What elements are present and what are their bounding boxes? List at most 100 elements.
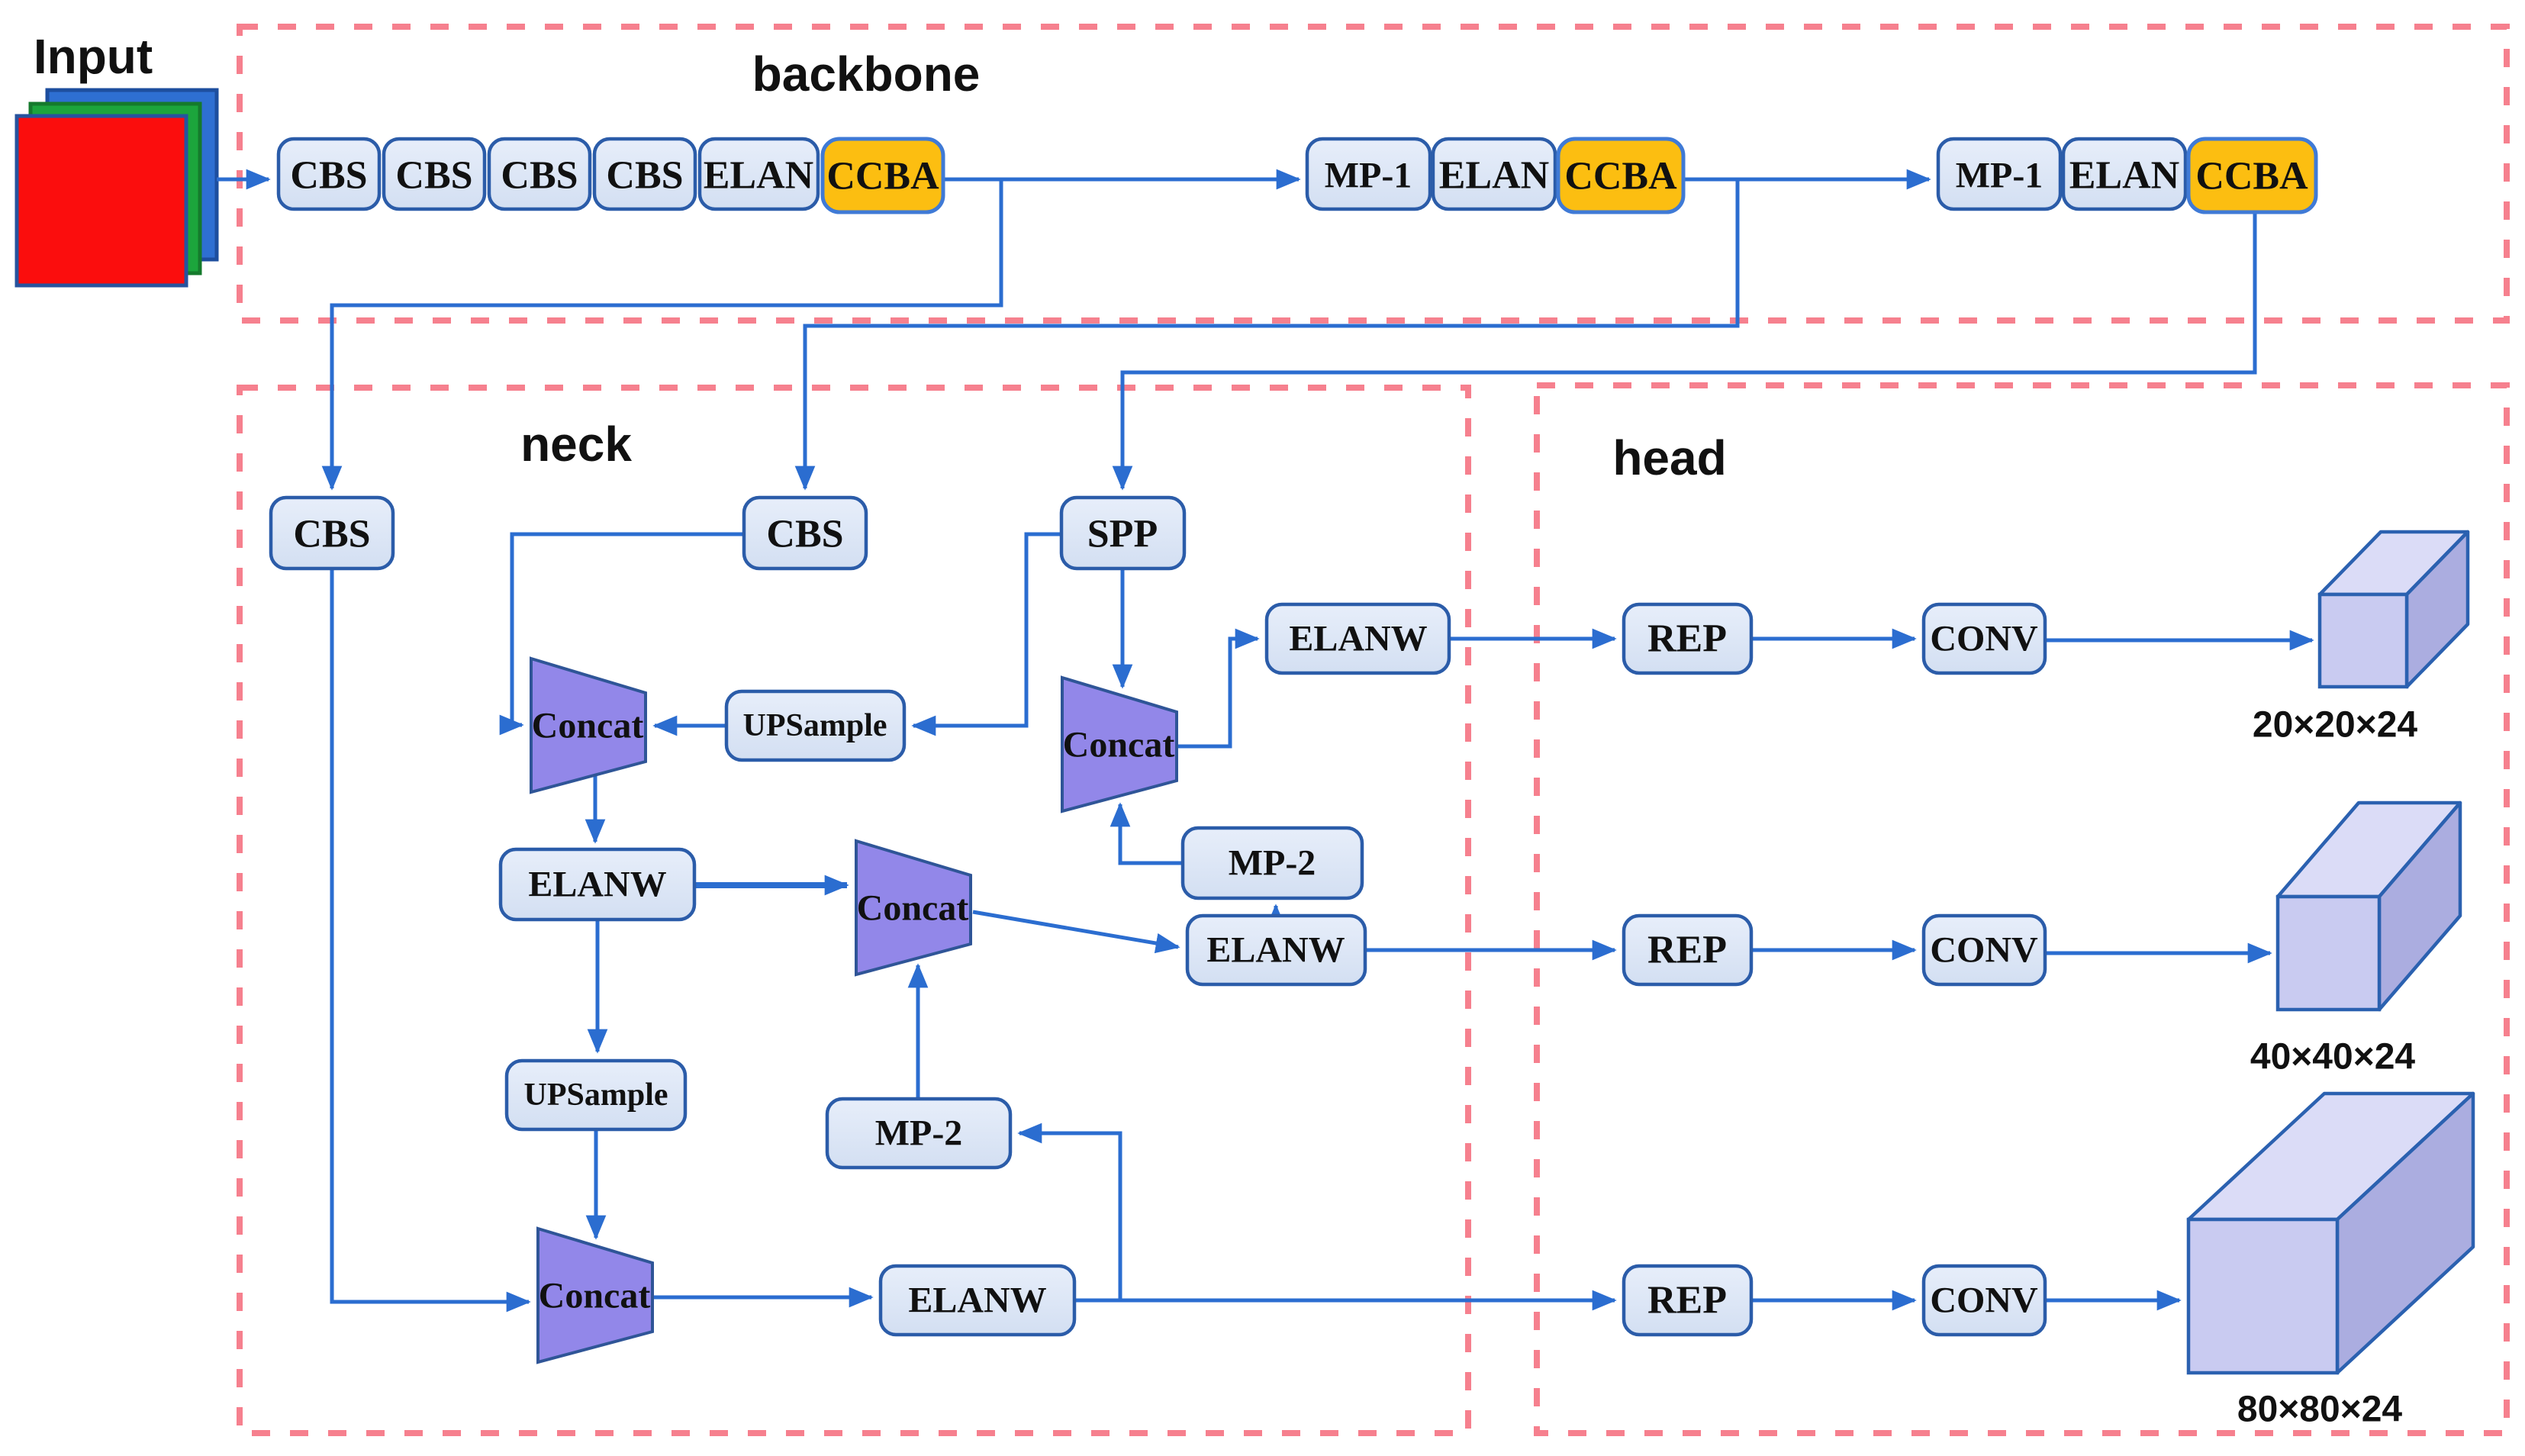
wire-ccba1-cbsleft	[321, 179, 1003, 491]
elan-1-label: ELAN	[704, 154, 813, 198]
head-title: head	[1612, 430, 1726, 485]
elanw-top-label: ELANW	[1289, 619, 1427, 659]
elan-3-label: ELAN	[2069, 154, 2179, 198]
node-cbs-mid: CBS	[742, 495, 868, 571]
node-cbs-left: CBS	[269, 495, 395, 571]
neck-title: neck	[520, 417, 632, 472]
node-elanw-right: ELANW	[1185, 913, 1367, 987]
node-cbs-1: CBS	[276, 137, 382, 211]
elanw-top-shape	[1264, 602, 1451, 675]
neck-region	[237, 385, 1471, 1436]
tensor-40-front-face	[2275, 894, 2382, 1012]
output-tensor-20x20: 20×20×24	[2253, 530, 2470, 746]
ccba-2-label: CCBA	[1564, 155, 1677, 198]
conv-1-shape	[1921, 602, 2047, 675]
conv-2-shape	[1921, 913, 2047, 987]
concat-bottom-label: Concat	[539, 1276, 651, 1316]
tensor-20-front-face	[2317, 592, 2409, 689]
concat-mid-shape	[855, 839, 972, 977]
node-upsample-bottom: UPSample	[504, 1058, 688, 1132]
node-conv-2: CONV	[1921, 913, 2047, 987]
node-ccba-2: CCBA	[1556, 137, 1686, 214]
spp-shape	[1059, 495, 1187, 571]
output-tensor-40x40: 40×40×24	[2250, 800, 2462, 1078]
node-elan-3: ELAN	[2061, 137, 2188, 211]
concat-top-shape	[530, 656, 647, 794]
elan-2-shape	[1431, 137, 1557, 211]
node-elanw-left: ELANW	[498, 847, 697, 922]
elanw-bottom-label: ELANW	[908, 1280, 1046, 1321]
conv-3-label: CONV	[1930, 1280, 2038, 1321]
mp2-right-label: MP-2	[1229, 843, 1316, 884]
node-mp2-bottom: MP-2	[825, 1097, 1013, 1170]
mp1-2-label: MP-1	[1956, 156, 2044, 196]
ccba-1-shape	[820, 137, 945, 214]
node-cbs-4: CBS	[592, 137, 697, 211]
backbone-nodes: CBS CBS CBS CBS ELAN CCBA MP-1 ELAN	[276, 137, 2318, 214]
node-rep-1: REP	[1622, 602, 1754, 675]
concat-spp-label: Concat	[1063, 725, 1175, 765]
elanw-left-label: ELANW	[528, 865, 666, 905]
concat-spp-shape	[1061, 675, 1178, 813]
tensor-20-label: 20×20×24	[2253, 705, 2418, 746]
ccba-1-label: CCBA	[826, 155, 939, 198]
cbs-mid-label: CBS	[766, 513, 843, 556]
wire-elanw3-mp2b	[1017, 1123, 1122, 1300]
mp2-right-shape	[1180, 826, 1364, 900]
cbs-left-shape	[269, 495, 395, 571]
wire-concat2-elanw1	[1177, 628, 1260, 749]
elanw-bottom-shape	[878, 1264, 1077, 1337]
cbs-1-shape	[276, 137, 382, 211]
input-title: Input	[34, 29, 153, 84]
upsample-top-shape	[724, 689, 907, 762]
wire-cbsmid-concat1	[499, 532, 744, 736]
upsample-bottom-shape	[504, 1058, 688, 1132]
wire-cbsleft-concat4	[330, 569, 531, 1313]
ccba-3-shape	[2186, 137, 2318, 214]
backbone-region	[237, 24, 2510, 324]
wire-concat3-elanw2	[972, 910, 1180, 954]
rep-2-label: REP	[1647, 929, 1727, 972]
wire-mp2a-concat2	[1110, 802, 1183, 865]
cbs-2-shape	[382, 137, 487, 211]
connectors	[217, 169, 2314, 1313]
mp1-2-shape	[1936, 137, 2063, 211]
output-tensor-80x80: 80×80×24	[2186, 1091, 2475, 1430]
mp1-1-label: MP-1	[1325, 156, 1412, 196]
node-concat-bottom: Concat	[536, 1226, 654, 1364]
upsample-bottom-label: UPSample	[524, 1078, 668, 1113]
node-conv-3: CONV	[1921, 1264, 2047, 1337]
elanw-left-shape	[498, 847, 697, 922]
node-cbs-3: CBS	[487, 137, 592, 211]
rep-2-shape	[1622, 913, 1754, 987]
rep-1-label: REP	[1647, 617, 1727, 661]
tensor-40-label: 40×40×24	[2250, 1037, 2416, 1078]
elan-2-label: ELAN	[1439, 154, 1549, 198]
input-image-stack	[14, 88, 219, 288]
node-mp1-2: MP-1	[1936, 137, 2063, 211]
node-concat-top: Concat	[530, 656, 647, 794]
neck-nodes: CBS CBS SPP Concat UPSample Concat ELANW	[269, 495, 1451, 1364]
head-nodes: REP CONV REP CONV REP CONV	[1622, 602, 2047, 1337]
node-ccba-1: CCBA	[820, 137, 945, 214]
ccba-2-shape	[1556, 137, 1686, 214]
node-cbs-2: CBS	[382, 137, 487, 211]
conv-2-label: CONV	[1930, 930, 2038, 971]
cbs-3-shape	[487, 137, 592, 211]
mp2-bottom-label: MP-2	[875, 1113, 963, 1154]
node-conv-1: CONV	[1921, 602, 2047, 675]
conv-1-label: CONV	[1930, 619, 2038, 659]
rep-3-shape	[1622, 1264, 1754, 1337]
node-rep-3: REP	[1622, 1264, 1754, 1337]
wire-ccba2-cbsmid	[794, 179, 1740, 491]
node-elanw-top: ELANW	[1264, 602, 1451, 675]
cbs-4-label: CBS	[606, 154, 683, 198]
node-elan-1: ELAN	[697, 137, 820, 211]
node-rep-2: REP	[1622, 913, 1754, 987]
node-mp1-1: MP-1	[1305, 137, 1432, 211]
node-concat-mid: Concat	[855, 839, 972, 977]
wire-ccba3-spp	[1112, 208, 2257, 491]
spp-label: SPP	[1087, 513, 1158, 556]
node-spp: SPP	[1059, 495, 1187, 571]
